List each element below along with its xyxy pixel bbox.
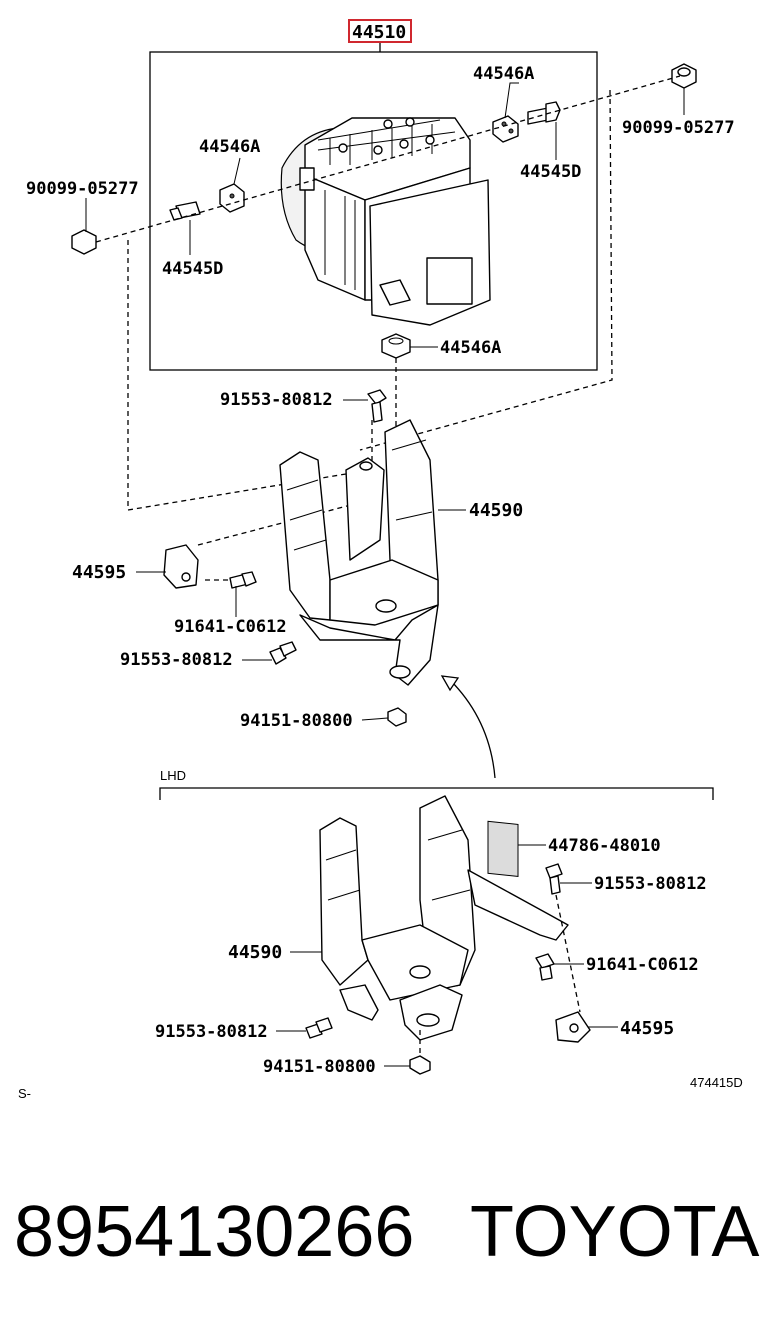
bolt-91553-upper-1 — [367, 389, 387, 423]
callout-nut-lower[interactable]: 94151-80800 — [263, 1057, 376, 1077]
label-plate-44786 — [487, 820, 519, 877]
clip-44595-upper — [163, 544, 199, 589]
bolt-91553-upper-2 — [269, 641, 297, 665]
callout-cushion-top[interactable]: 44546A — [473, 64, 534, 84]
callout-screw-upper[interactable]: 91641-C0612 — [174, 617, 287, 637]
cushion-44546a-top — [492, 115, 519, 143]
assembly-number-highlight — [348, 19, 412, 43]
bracket-44590-lower — [319, 795, 569, 1041]
callout-screw-lower[interactable]: 91641-C0612 — [586, 955, 699, 975]
screw-91641-lower — [535, 953, 555, 981]
callout-clip-lower[interactable]: 44595 — [620, 1018, 674, 1039]
nut-90099-top-left — [71, 229, 97, 255]
callout-stud-right[interactable]: 44545D — [520, 162, 581, 182]
callout-bolt-top-right[interactable]: 90099-05277 — [622, 118, 735, 138]
callout-bolt-lower-1[interactable]: 91553-80812 — [594, 874, 707, 894]
arrow-head — [440, 675, 460, 692]
callout-stud-left[interactable]: 44545D — [162, 259, 223, 279]
assembly-number[interactable]: 44510 — [352, 22, 406, 43]
callout-bolt-top-left[interactable]: 90099-05277 — [26, 179, 139, 199]
callout-bolt-upper-1[interactable]: 91553-80812 — [220, 390, 333, 410]
callout-clip-upper[interactable]: 44595 — [72, 562, 126, 583]
callout-bracket-lower[interactable]: 44590 — [228, 942, 282, 963]
cushion-44546a-bottom — [381, 333, 411, 359]
cushion-44546a-left — [219, 183, 245, 213]
callout-bracket-upper[interactable]: 44590 — [469, 500, 523, 521]
callout-cushion-bottom[interactable]: 44546A — [440, 338, 501, 358]
bracket-44590-upper — [279, 419, 439, 686]
screw-91641-upper — [229, 571, 257, 589]
callout-bolt-lower-2[interactable]: 91553-80812 — [155, 1022, 268, 1042]
bolt-91553-lower-1 — [545, 863, 563, 895]
nut-90099-top-right — [671, 63, 697, 89]
clip-44595-lower — [555, 1011, 591, 1043]
callout-bolt-upper-2[interactable]: 91553-80812 — [120, 650, 233, 670]
abs-actuator — [280, 117, 491, 326]
callout-nut-upper[interactable]: 94151-80800 — [240, 711, 353, 731]
assembly-frame — [149, 51, 598, 371]
callout-cushion-left[interactable]: 44546A — [199, 137, 260, 157]
page-prefix: S- — [18, 1086, 31, 1101]
stud-44545d-right — [527, 101, 561, 125]
nut-94151-lower — [409, 1055, 431, 1075]
footer-part-number: 8954130266 — [14, 1192, 414, 1272]
bolt-91553-lower-2 — [305, 1017, 333, 1039]
variant-label-lhd: LHD — [160, 768, 186, 783]
footer-brand: TOYOTA — [470, 1192, 759, 1272]
callout-label-plate[interactable]: 44786-48010 — [548, 836, 661, 856]
figure-code: 474415D — [690, 1075, 743, 1090]
nut-94151-upper — [387, 707, 407, 727]
